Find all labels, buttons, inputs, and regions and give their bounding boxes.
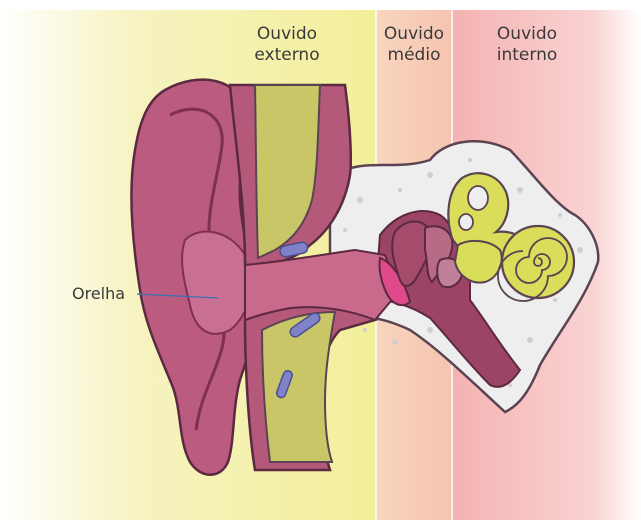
outer-ear-label-line2: externo [242,45,332,66]
inner-ear-label-line2: interno [482,45,572,66]
canal-loop-hole-1 [468,186,488,210]
outer-ear-label: Ouvido externo [242,24,332,66]
outer-ear-label-line1: Ouvido [242,24,332,45]
pinna-callout-label: Orelha [72,284,125,303]
inner-ear-label: Ouvido interno [482,24,572,66]
middle-ear-label-line2: médio [376,45,452,66]
canal-loop-hole-2 [459,214,473,230]
cochlea [502,226,574,298]
vestibule [455,241,502,283]
inner-ear-label-line1: Ouvido [482,24,572,45]
middle-ear-label: Ouvido médio [376,24,452,66]
middle-ear-label-line1: Ouvido [376,24,452,45]
